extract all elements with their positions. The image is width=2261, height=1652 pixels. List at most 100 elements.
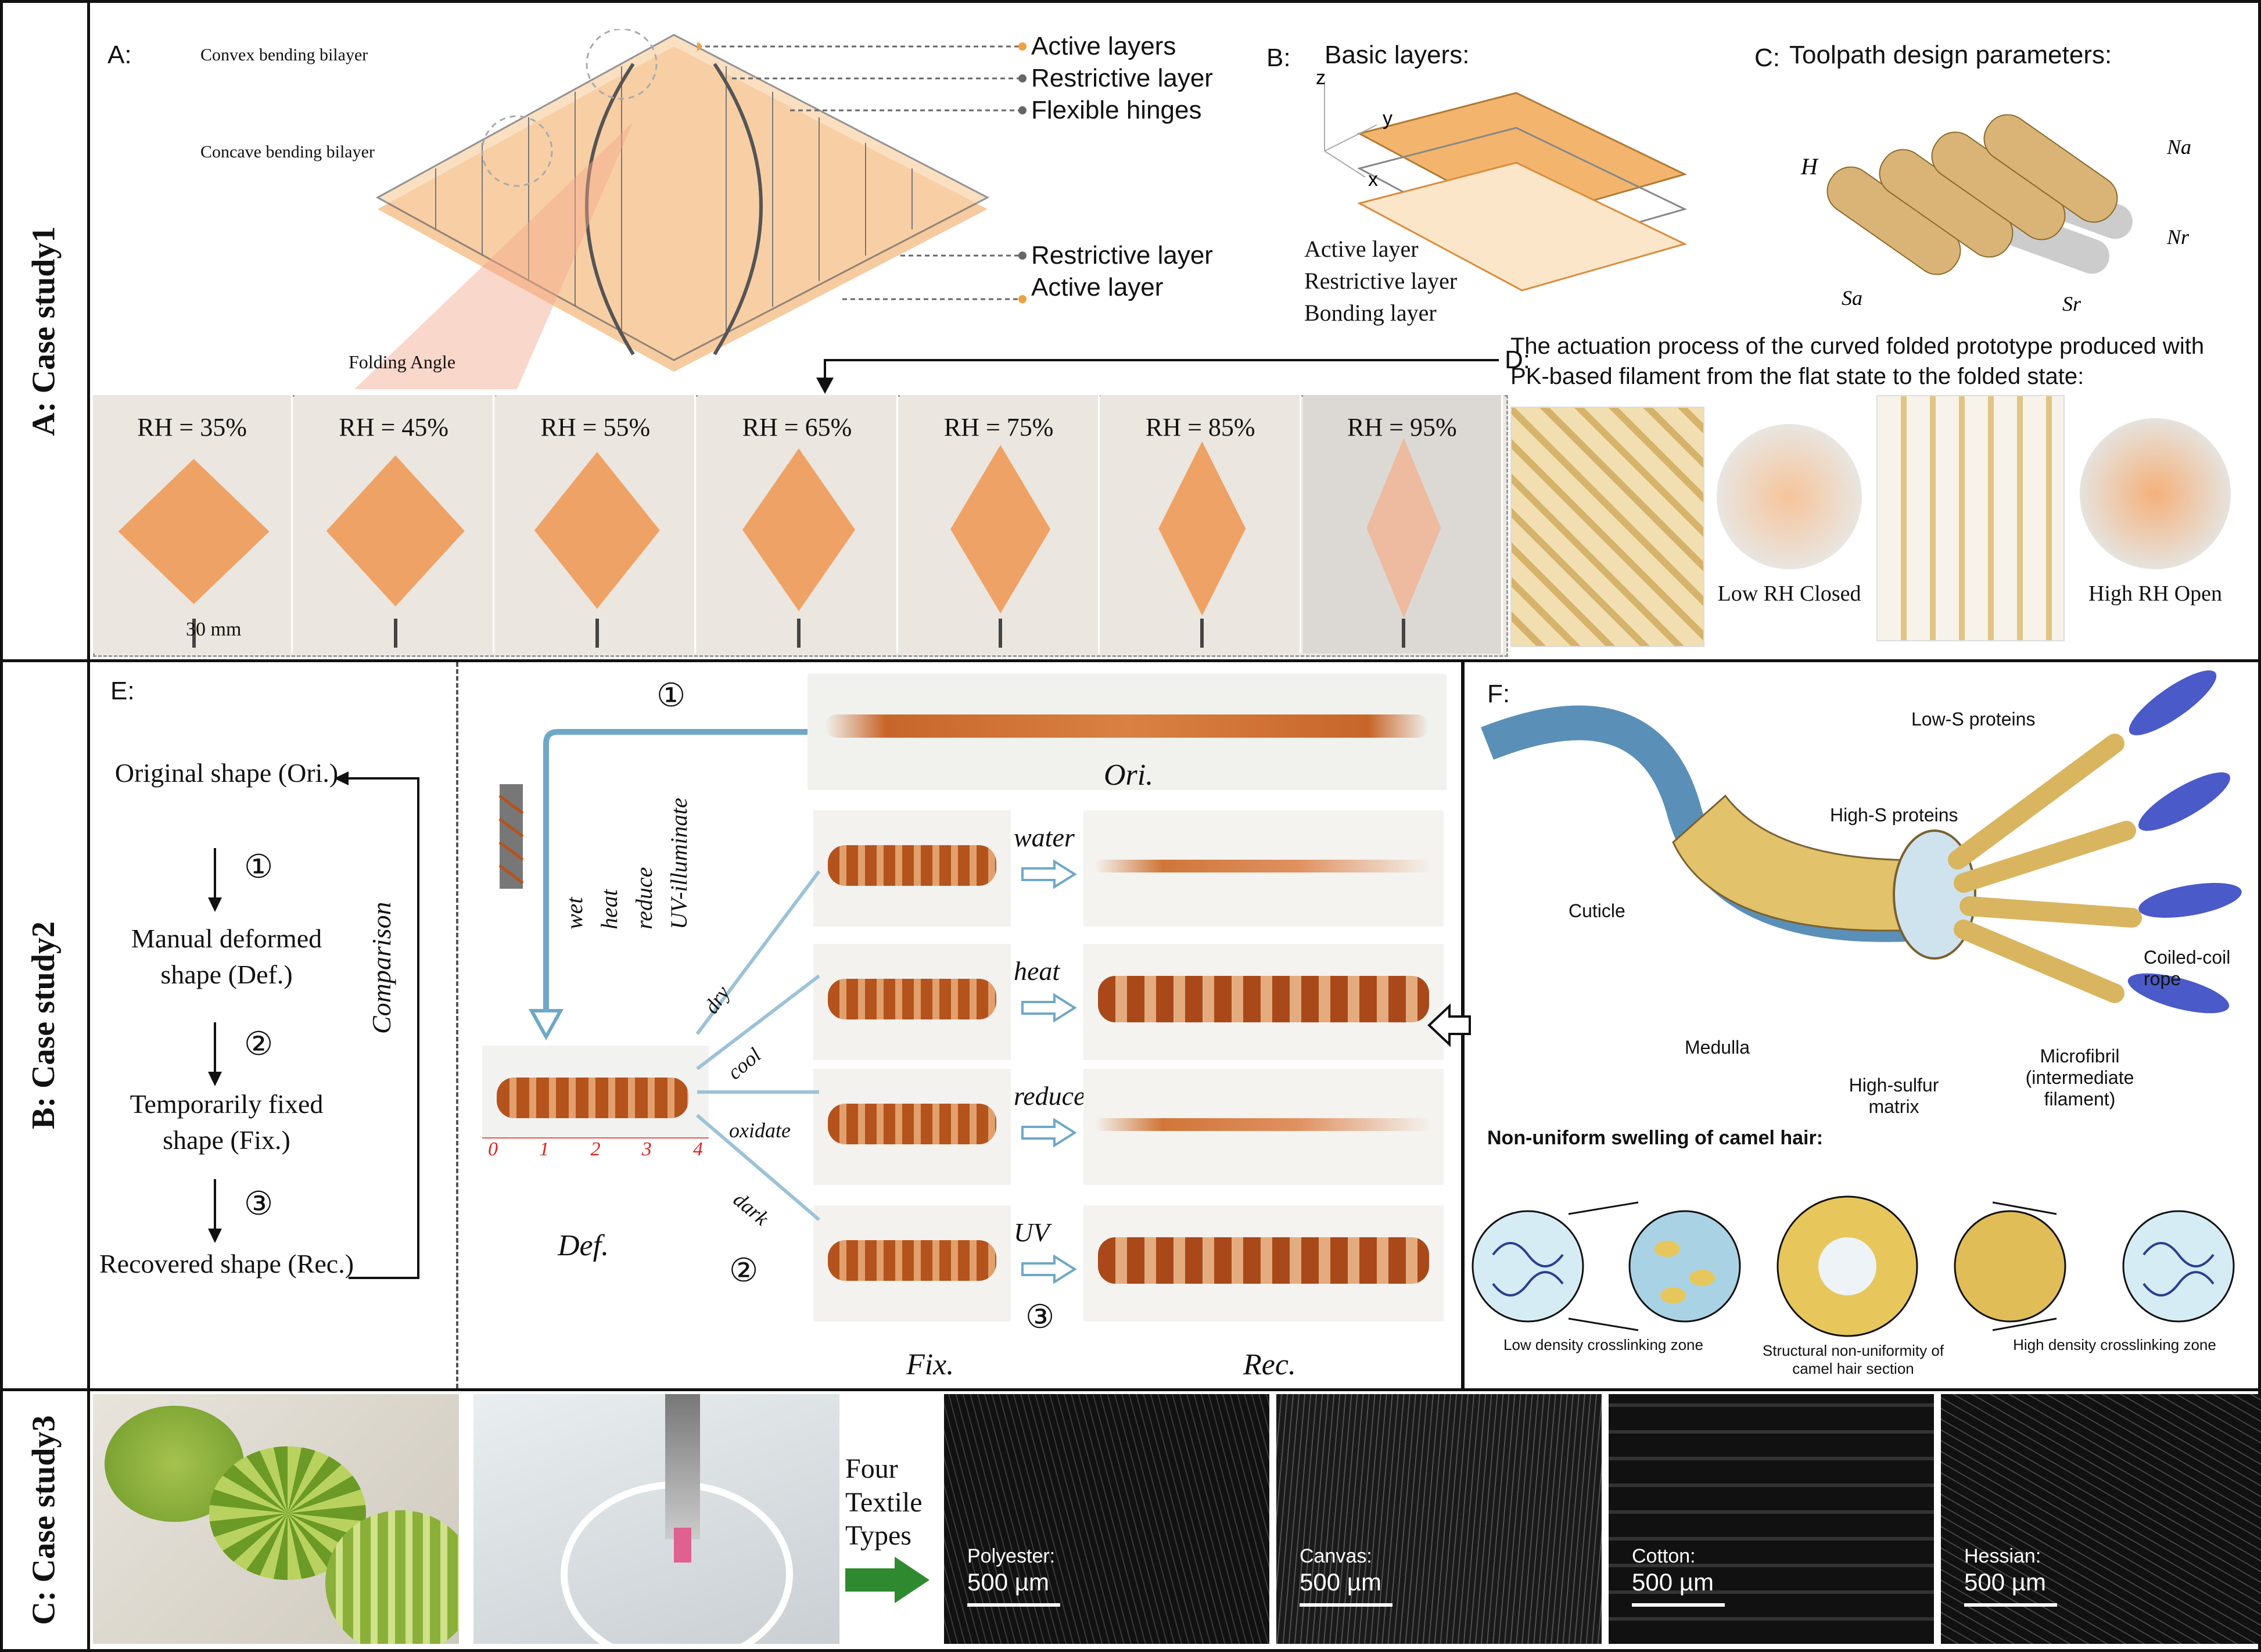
rh-photo: RH = 75% <box>899 395 1100 653</box>
callout-active-layer-bottom: Active layer <box>1031 273 1164 301</box>
svg-text:Nr: Nr <box>2166 225 2190 249</box>
textile-micrograph: Hessian:500 µm <box>1941 1394 2261 1644</box>
rh-value: RH = 95% <box>1347 413 1457 441</box>
prototype-shape <box>1158 441 1246 616</box>
svg-text:z: z <box>1316 70 1326 89</box>
callout-restrictive-layer-bottom: Restrictive layer <box>1031 241 1213 270</box>
svg-text:Sa: Sa <box>1842 286 1862 310</box>
printing-photo <box>473 1394 839 1644</box>
layer-bonding: Bonding layer <box>1304 300 1437 326</box>
row-label-a: A: Case study1 <box>26 226 62 436</box>
fix-photo <box>813 1205 1011 1321</box>
textile-micrograph: Polyester:500 µm <box>944 1394 1269 1644</box>
petri-dish-photo <box>93 1394 459 1644</box>
panel-d-title: The actuation process of the curved fold… <box>1510 333 2205 389</box>
rh-photo: RH = 85% <box>1101 395 1301 653</box>
layer-active: Active layer <box>1304 236 1419 262</box>
scale-bar <box>967 1603 1060 1607</box>
ori-to-def-arrow <box>498 729 808 1041</box>
rec-photo <box>1083 810 1444 926</box>
step-original: Original shape (Ori.) <box>114 758 339 788</box>
panel-f-label: F: <box>1487 680 1510 708</box>
textile-name: Polyester: <box>967 1545 1056 1567</box>
prototype-shape <box>1366 438 1441 618</box>
rh-value: RH = 75% <box>943 413 1054 441</box>
caption-ori: Ori. <box>1104 759 1154 792</box>
fix-photo <box>813 944 1011 1060</box>
recover-arrow <box>1021 993 1077 1022</box>
step-num-2: ② <box>244 1026 274 1062</box>
caption-fix: Fix. <box>906 1348 954 1381</box>
callout-convex: Convex bending bilayer <box>200 45 368 64</box>
step-recovered: Recovered shape (Rec.) <box>99 1249 354 1278</box>
callout-active-layers: Active layers <box>1031 32 1176 60</box>
prototype-shape <box>534 452 660 609</box>
prototype-shape <box>326 455 465 606</box>
textile-micrograph: Cotton:500 µm <box>1609 1394 1934 1644</box>
scale-30mm: 30 mm <box>186 619 242 640</box>
rh-value: RH = 65% <box>742 413 852 441</box>
callout-restrictive-layer-top: Restrictive layer <box>1031 64 1213 92</box>
panel-a-label: A: <box>107 41 132 69</box>
layer-restrictive: Restrictive layer <box>1304 268 1458 294</box>
prototype-shape <box>118 459 270 604</box>
textile-name: Cotton: <box>1632 1545 1696 1567</box>
label-low-s: Low-S proteins <box>1911 709 2036 730</box>
prototype-shape <box>742 448 855 611</box>
label-matrix: High-sulfur matrix <box>1849 1075 1939 1117</box>
recover-arrow <box>1021 1255 1077 1284</box>
panel-c-title: Toolpath design parameters: <box>1789 41 2112 69</box>
row-label-b: B: Case study2 <box>26 921 62 1129</box>
callout-folding-angle: Folding Angle <box>349 351 456 372</box>
comparison-label: Comparison <box>367 902 396 1034</box>
rec-photo <box>1083 1205 1444 1321</box>
recover-arrow <box>1021 1118 1077 1147</box>
caption-def: Def. <box>558 1229 609 1262</box>
svg-text:Sr: Sr <box>2062 292 2081 315</box>
circle-two: ② <box>729 1253 759 1289</box>
panel-e-label: E: <box>110 677 135 705</box>
svg-text:y: y <box>1383 107 1393 130</box>
recover-trigger: reduce <box>1014 1081 1086 1111</box>
rh-photo: RH = 55% <box>496 395 697 653</box>
label-medulla: Medulla <box>1685 1037 1750 1058</box>
prototype-closed-detail <box>1717 424 1862 569</box>
label-microfibril: Microfibril (intermediate filament) <box>2025 1046 2134 1109</box>
step-deformed: Manual deformed shape (Def.) <box>131 924 322 990</box>
textile-name: Hessian: <box>1964 1545 2041 1567</box>
recover-trigger: UV <box>1014 1218 1050 1247</box>
caption-rec: Rec. <box>1243 1348 1296 1381</box>
callout-flexible-hinges: Flexible hinges <box>1031 96 1202 124</box>
flow-arrows <box>208 771 419 1279</box>
callout-concave: Concave bending bilayer <box>200 142 375 161</box>
state-high-rh: High RH Open <box>2088 581 2223 606</box>
ori-photo <box>808 674 1447 790</box>
zone-high: High density crosslinking zone <box>2013 1336 2216 1353</box>
camel-hair-structure <box>1481 670 2242 1014</box>
recover-trigger: water <box>1014 823 1075 852</box>
svg-text:Na: Na <box>2166 135 2191 159</box>
scale-label: 500 µm <box>1300 1568 1381 1596</box>
stimulus-heat: heat <box>596 889 622 929</box>
e-divider <box>456 662 458 1388</box>
rh-value: RH = 55% <box>540 413 651 441</box>
panel-b-label: B: <box>1266 44 1291 72</box>
def-photo <box>482 1046 709 1168</box>
textile-name: Canvas: <box>1300 1545 1372 1567</box>
step-fixed: Temporarily fixed shape (Fix.) <box>130 1089 324 1155</box>
row-label-c: C: Case study3 <box>26 1415 62 1625</box>
label-cuticle: Cuticle <box>1569 900 1625 921</box>
scale-label: 500 µm <box>1632 1568 1714 1596</box>
circle-one: ① <box>656 678 686 714</box>
rh-photo: RH = 65% <box>698 395 898 653</box>
recover-arrow <box>1021 860 1077 889</box>
circle-three: ③ <box>1025 1299 1055 1335</box>
textile-micrograph: Canvas:500 µm <box>1276 1394 1602 1644</box>
stimulus-uv: UV-illuminate <box>666 798 692 929</box>
panel-a-diagram <box>354 29 990 389</box>
rh-value: RH = 85% <box>1145 413 1255 441</box>
arrow-to-rh <box>816 359 1499 394</box>
step-num-1: ① <box>244 849 274 885</box>
svg-text:x: x <box>1368 168 1378 191</box>
